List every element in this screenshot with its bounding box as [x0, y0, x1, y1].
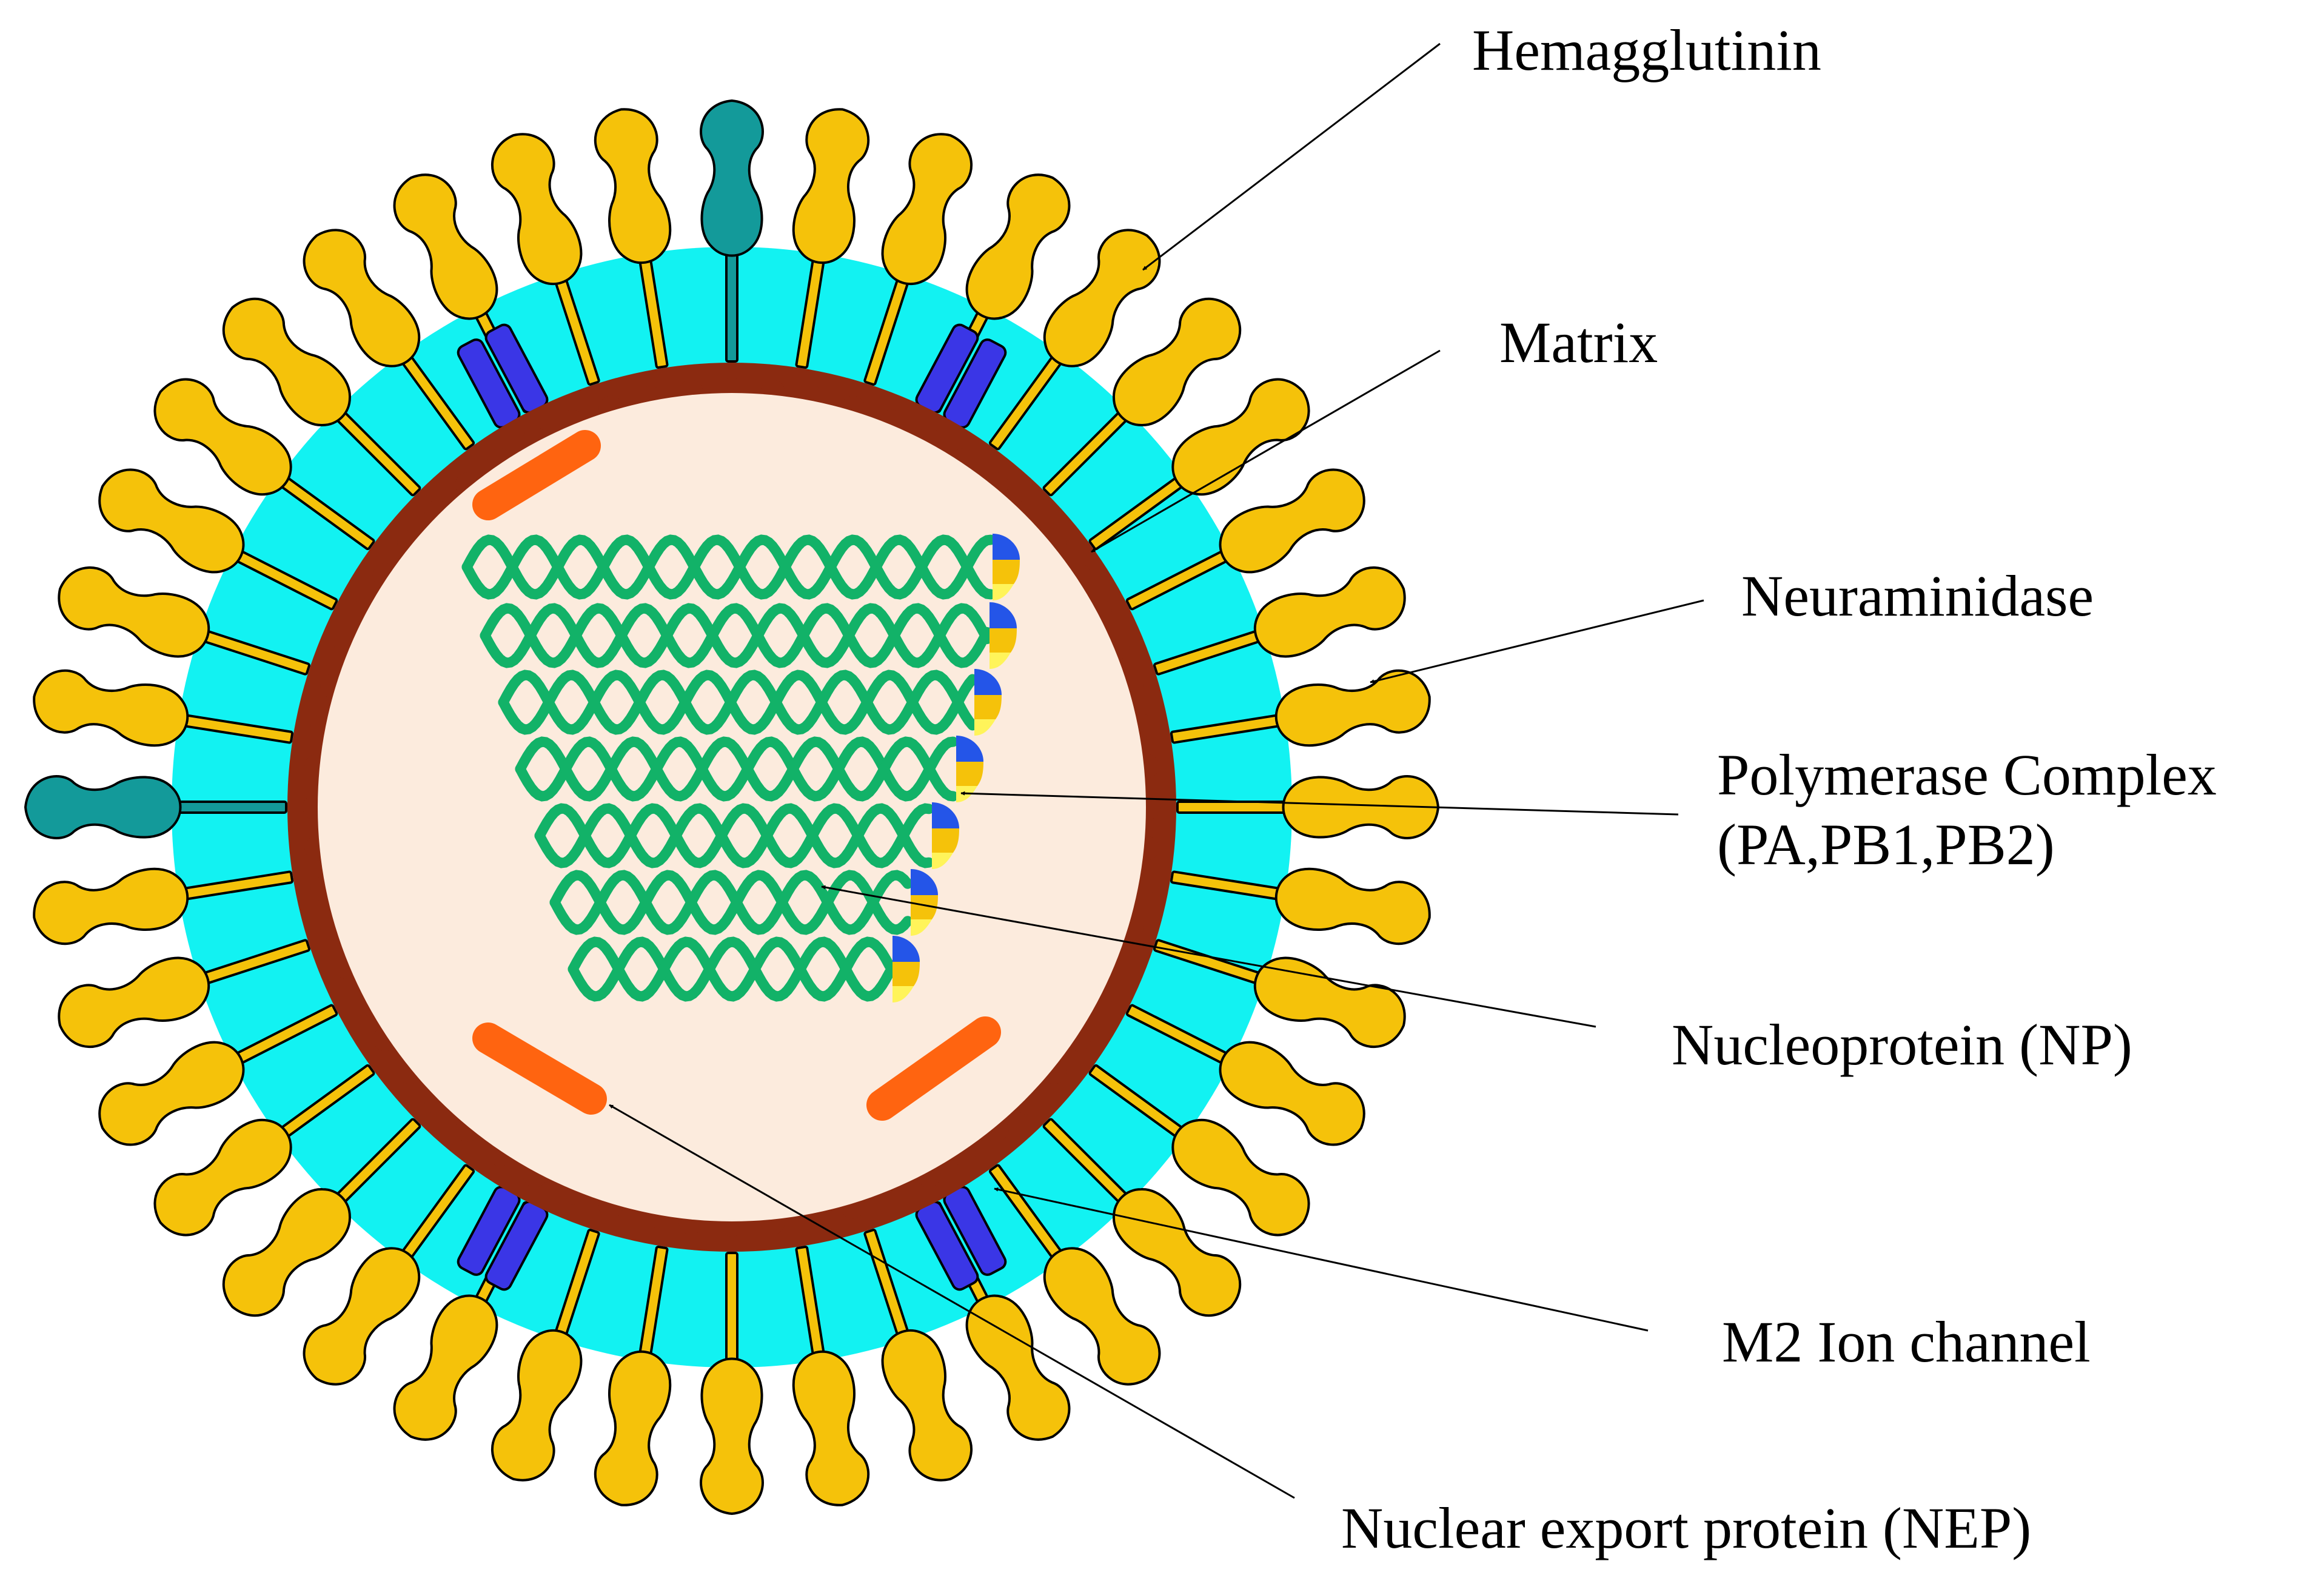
nucleoprotein-helix-icon [498, 670, 978, 735]
hemagglutinin-label: Hemagglutinin [1472, 18, 1821, 82]
neuraminidase-label: Neuraminidase [1741, 563, 2094, 628]
polymerase-complex-icon [911, 869, 938, 936]
nep-segment-icon [866, 1016, 1001, 1121]
nucleoprotein-helix-icon [480, 603, 993, 668]
polymerase-complex-icon [932, 802, 959, 869]
viral-core [318, 393, 1146, 1221]
nep-segment-icon [472, 1022, 607, 1115]
hemagglutinin-leader [1142, 42, 1441, 271]
nucleoprotein-helix-icon [515, 736, 959, 802]
polymerase-label-line2: (PA,PB1,PB2) [1717, 812, 2055, 877]
labels: Hemagglutinin Matrix Neuraminidase Polym… [1341, 18, 2217, 1560]
nucleoprotein-label: Nucleoprotein (NP) [1672, 1012, 2132, 1077]
nucleoprotein-helix-icon [549, 870, 913, 935]
matrix-label: Matrix [1499, 310, 1658, 375]
nep-leader [609, 1104, 1295, 1499]
m2-ion-channel-icon [457, 1186, 549, 1291]
nucleoprotein-helix-icon [461, 534, 996, 600]
nep-segment-icon [472, 430, 601, 520]
m2-ion-channel-icon [915, 1186, 1007, 1291]
nep-segments [472, 430, 1001, 1121]
neuraminidase-leader [1370, 599, 1704, 683]
polymerase-label-line1: Polymerase Complex [1717, 742, 2217, 807]
m2-label: M2 Ion channel [1722, 1309, 2091, 1374]
leader-lines [609, 42, 1704, 1499]
nucleoprotein-helix-icon [568, 936, 895, 1002]
virion [24, 99, 1439, 1515]
nucleoprotein-helix-icon [534, 803, 934, 868]
nep-label: Nuclear export protein (NEP) [1341, 1496, 2031, 1560]
polymerase-complex-icon [892, 936, 920, 1002]
polymerase-leader [960, 791, 1679, 816]
polymerase-complex-icon [974, 669, 1002, 736]
ribonucleoproteins [461, 534, 1020, 1002]
polymerase-complex-icon [993, 534, 1020, 600]
matrix-leader [1091, 349, 1441, 553]
nucleoprotein-leader [821, 885, 1596, 1028]
m2-leader [994, 1187, 1649, 1332]
polymerase-complex-icon [990, 602, 1017, 669]
